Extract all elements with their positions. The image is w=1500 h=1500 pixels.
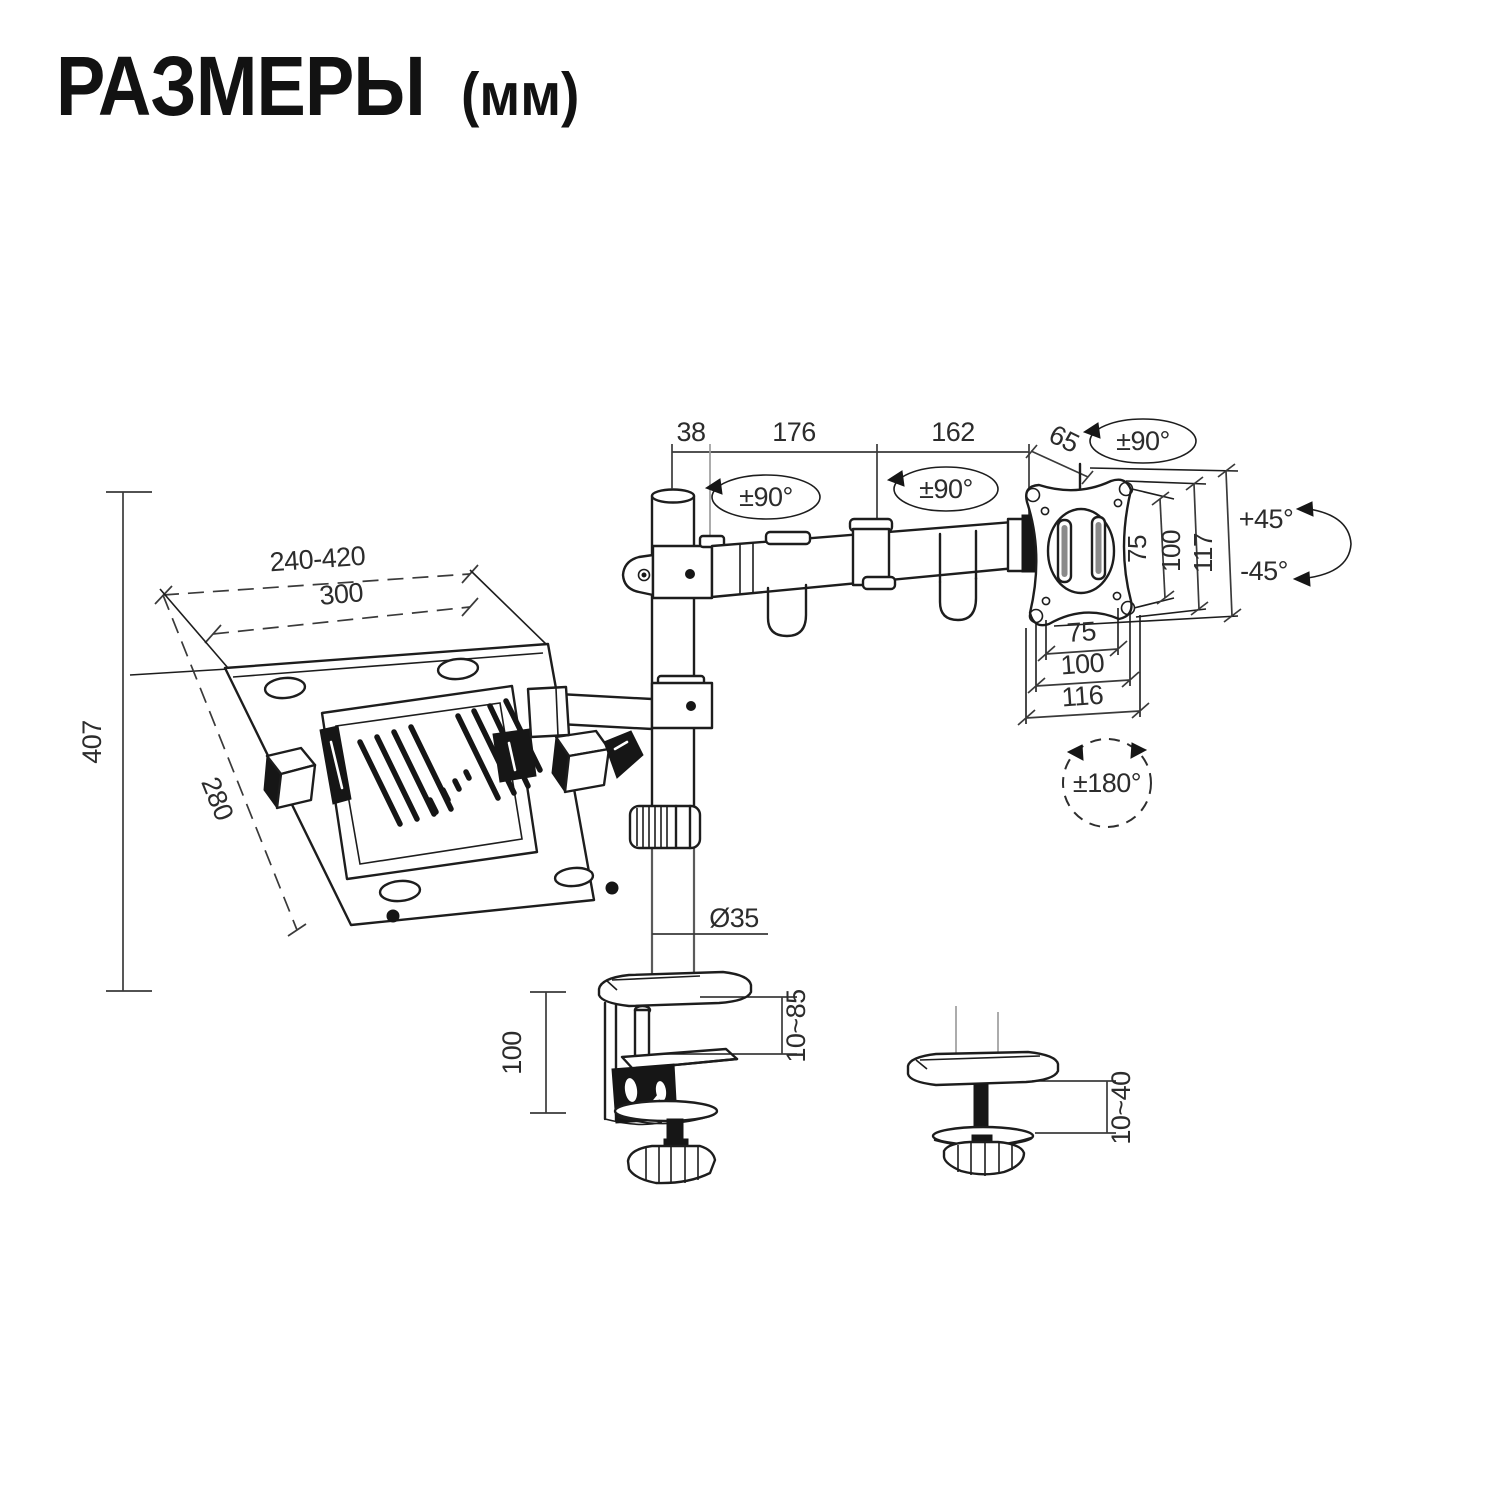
- vesa-slots: [1056, 515, 1107, 584]
- dim-top-arm: 38 176 162 65: [671, 417, 1094, 546]
- dim-d35-label: Ø35: [709, 903, 759, 933]
- tray-hole: [436, 657, 480, 681]
- dim-407-label: 407: [77, 720, 107, 764]
- pole-adjust-ring: [628, 804, 702, 850]
- dim-clamp: 100 10~85: [497, 989, 811, 1114]
- tray-hole: [263, 676, 307, 700]
- grommet-mount: 10~40: [906, 1006, 1136, 1176]
- dim-vesa-vertical: 75 100 117: [1053, 463, 1242, 627]
- rotation-arm1-label: ±90°: [739, 482, 793, 512]
- dim-clamp-range-label: 10~85: [781, 989, 811, 1062]
- title-text: РАЗМЕРЫ: [56, 39, 426, 133]
- monitor-arm: [621, 514, 1041, 638]
- dim-pole-diameter: Ø35: [652, 903, 768, 935]
- tilt-symbol: +45° -45°: [1239, 501, 1352, 587]
- cable-clip-2: [938, 529, 978, 622]
- grommet-rod: [973, 1083, 989, 1133]
- page-title: РАЗМЕРЫ (мм): [56, 38, 590, 135]
- tray-lock-lever: [603, 730, 644, 779]
- swivel-label: ±180°: [1073, 768, 1141, 798]
- tilt-up-label: +45°: [1239, 504, 1294, 534]
- swivel-symbol: ±180°: [1062, 738, 1152, 828]
- clamp-lower-jaw: [613, 1099, 719, 1123]
- dim-vesa-116h-label: 116: [1061, 680, 1105, 713]
- tray-bracket-right: [492, 728, 611, 794]
- rotation-arm2-label: ±90°: [919, 474, 973, 504]
- title-unit: (мм): [461, 61, 580, 128]
- tray-bracket-left: [263, 725, 352, 810]
- vesa-hole-bl: [1028, 608, 1044, 624]
- pole-top-cap: [650, 488, 696, 504]
- pole: [628, 488, 702, 978]
- desk-clamp: [597, 970, 753, 1185]
- dim-162-label: 162: [931, 417, 975, 447]
- dim-vesa-75h-label: 75: [1066, 616, 1097, 648]
- arm-middle-joint: [848, 517, 897, 591]
- tray-hole: [378, 879, 422, 903]
- dim-65-label: 65: [1044, 419, 1083, 459]
- tray-vesa-adapter: [320, 684, 539, 881]
- laptop-tray: [223, 642, 714, 927]
- grommet-top-plate: [906, 1050, 1060, 1087]
- tilt-down-label: -45°: [1240, 556, 1288, 586]
- tray-arm-pole-clamp: [650, 681, 714, 730]
- dim-vesa-100v-label: 100: [1156, 530, 1186, 572]
- dim-clamp-100-label: 100: [497, 1031, 527, 1075]
- dim-vesa-100h-label: 100: [1060, 648, 1106, 681]
- grommet-nut: [942, 1140, 1026, 1176]
- dim-vesa-117v-label: 117: [1188, 533, 1218, 573]
- dim-grommet-range-label: 10~40: [1106, 1071, 1136, 1144]
- dim-laptop-tray: 240-420 300 280: [154, 541, 549, 937]
- dim-38-label: 38: [676, 417, 705, 447]
- dim-vesa-75v-label: 75: [1122, 535, 1152, 563]
- vesa-hole-tl: [1025, 487, 1041, 503]
- dim-240-420-label: 240-420: [269, 541, 366, 578]
- dim-176-label: 176: [772, 417, 816, 447]
- rotation-symbols: ±90° ±90° ±90°: [704, 418, 1197, 520]
- cable-clip-1: [764, 530, 812, 638]
- tray-hole: [553, 866, 595, 888]
- vesa-plate: [1025, 462, 1136, 627]
- arm-pole-clamp: [651, 544, 714, 600]
- dim-280-label: 280: [195, 773, 239, 825]
- dim-300-label: 300: [318, 577, 364, 611]
- dim-vesa-horizontal: 75 100 116: [1017, 608, 1150, 726]
- rotation-vesa-top-label: ±90°: [1116, 426, 1170, 456]
- tray-arm: [526, 674, 714, 779]
